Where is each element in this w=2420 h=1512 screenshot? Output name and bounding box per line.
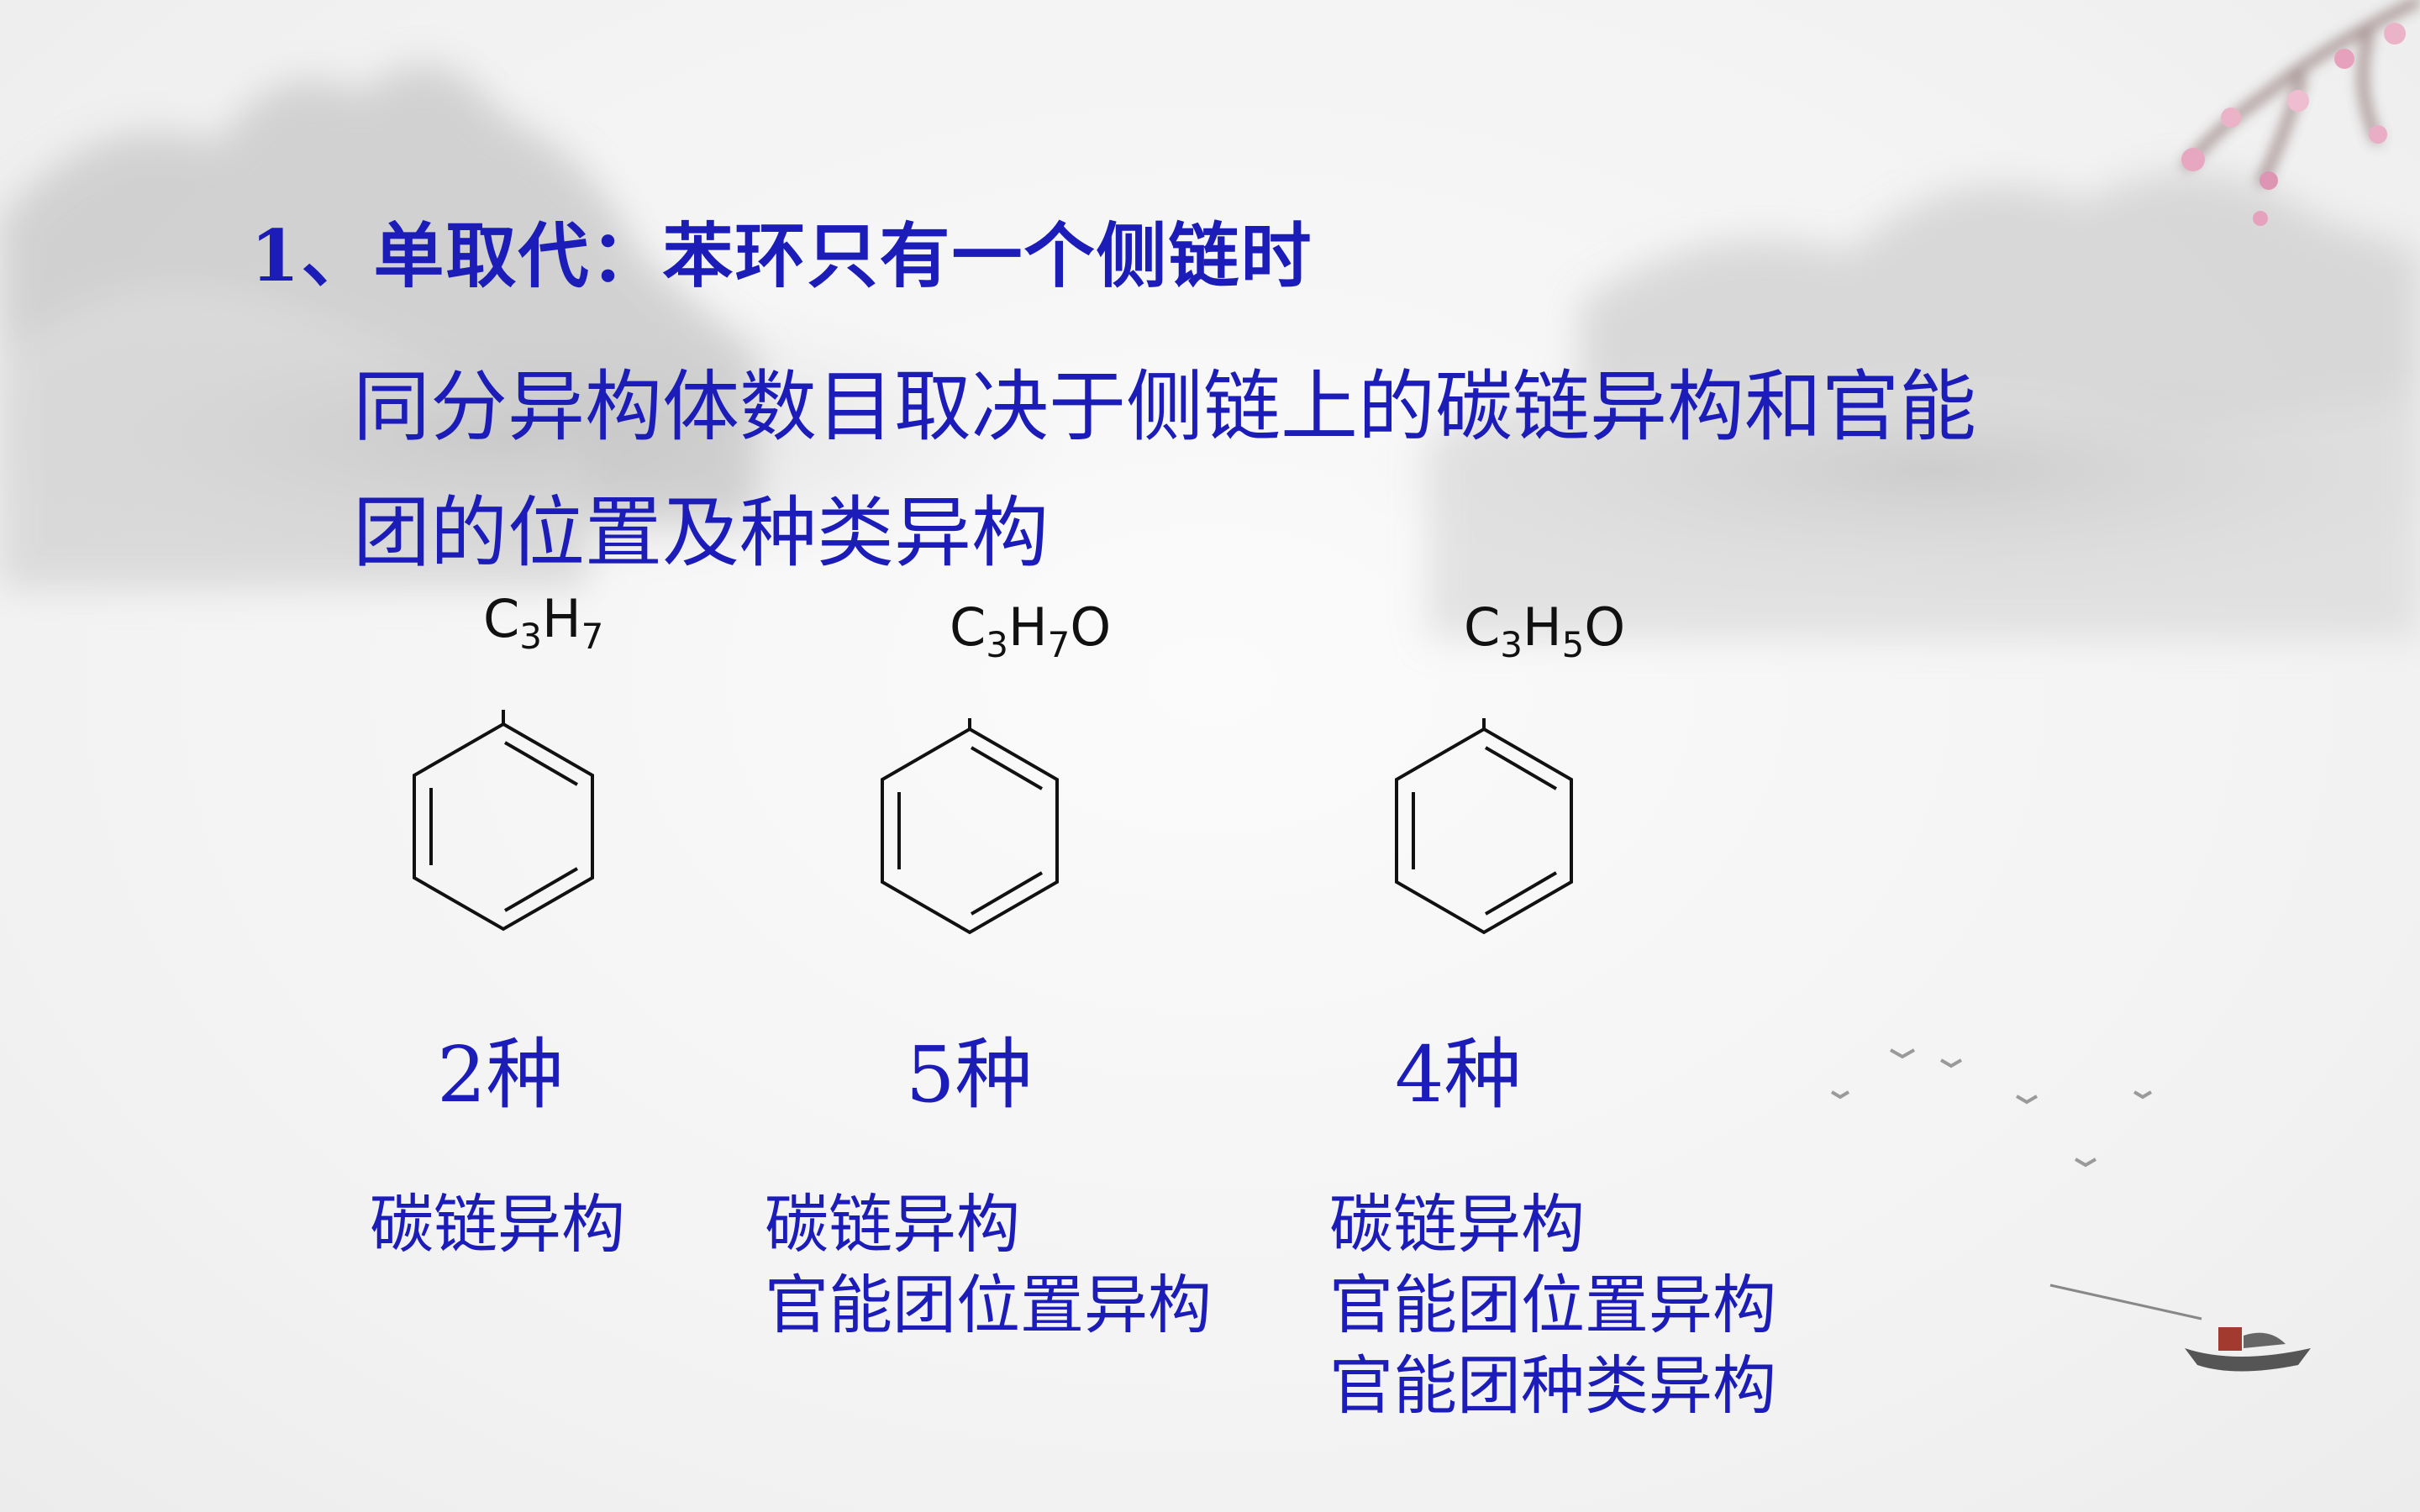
formula-3: C3H5O: [1464, 596, 1626, 665]
isomer-count-3: 4种: [1395, 1030, 1522, 1120]
note-item: 官能团位置异构: [765, 1268, 1212, 1342]
formula-1: C3H7: [483, 588, 604, 657]
birds: [1830, 1048, 2153, 1168]
description-line-2: 团的位置及种类异构: [353, 488, 1050, 578]
slide-title: 1、单取代：苯环只有一个侧链时: [250, 214, 1313, 297]
note-item: 碳链异构: [1329, 1187, 1585, 1262]
description-line-1: 同分异构体数目取决于侧链上的碳链异构和官能: [353, 362, 1977, 452]
benzene-ring-3: [1395, 718, 1573, 935]
molecule-2: C3H7O: [874, 588, 1227, 1025]
molecule-3: C3H5O: [1386, 588, 1739, 1025]
benzene-ring-1: [413, 710, 594, 932]
description-text: 同分异构体数目取决于侧链上的碳链异构和官能 团的位置及种类异构: [353, 344, 2118, 596]
isomer-notes-2: 碳链异构 官能团位置异构: [765, 1184, 1212, 1346]
formula-2: C3H7O: [950, 596, 1112, 665]
note-item: 碳链异构: [765, 1187, 1020, 1262]
isomer-notes-1: 碳链异构: [370, 1184, 625, 1265]
isomer-notes-3: 碳链异构 官能团位置异构 官能团种类异构: [1329, 1184, 1776, 1426]
isomer-count-1: 2种: [437, 1030, 564, 1120]
note-item: 官能团位置异构: [1329, 1268, 1776, 1342]
molecule-1: C3H7: [403, 588, 756, 1025]
note-item: 碳链异构: [370, 1187, 625, 1262]
isomer-count-2: 5种: [906, 1030, 1033, 1120]
plum-blossoms: [2181, 23, 2406, 226]
fishing-boat: [2049, 1284, 2311, 1372]
note-item: 官能团种类异构: [1329, 1348, 1776, 1423]
benzene-ring-2: [881, 718, 1059, 935]
